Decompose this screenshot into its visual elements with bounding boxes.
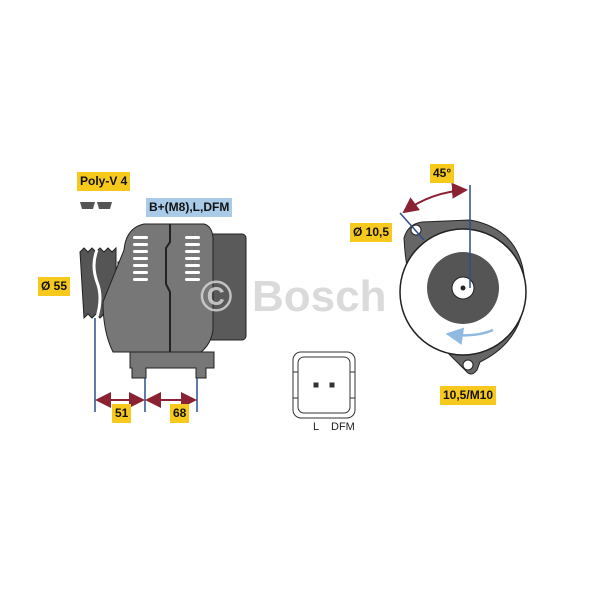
dimension-51-label: 51	[112, 404, 132, 423]
pulley-diameter-label: Ø 55	[38, 277, 71, 296]
connector-pin-dfm: DFM	[331, 421, 355, 433]
belt-icon	[80, 202, 112, 209]
connector-plug	[292, 351, 356, 419]
alternator-front-view	[399, 182, 527, 375]
dimension-68-label: 68	[170, 404, 190, 423]
watermark-brand: Bosch	[252, 272, 387, 321]
connector-pin-l: L	[313, 421, 320, 433]
belt-type-label: Poly-V 4	[77, 172, 131, 191]
terminals-label: B+(M8),L,DFM	[146, 198, 233, 217]
dimension-lines	[94, 318, 198, 412]
hole-diameter-label: Ø 10,5	[350, 223, 393, 242]
angle-label: 45°	[430, 164, 455, 183]
mount-hole-label: 10,5/M10	[440, 386, 497, 405]
watermark-copyright: ©	[200, 272, 233, 321]
alternator-body	[102, 223, 247, 379]
